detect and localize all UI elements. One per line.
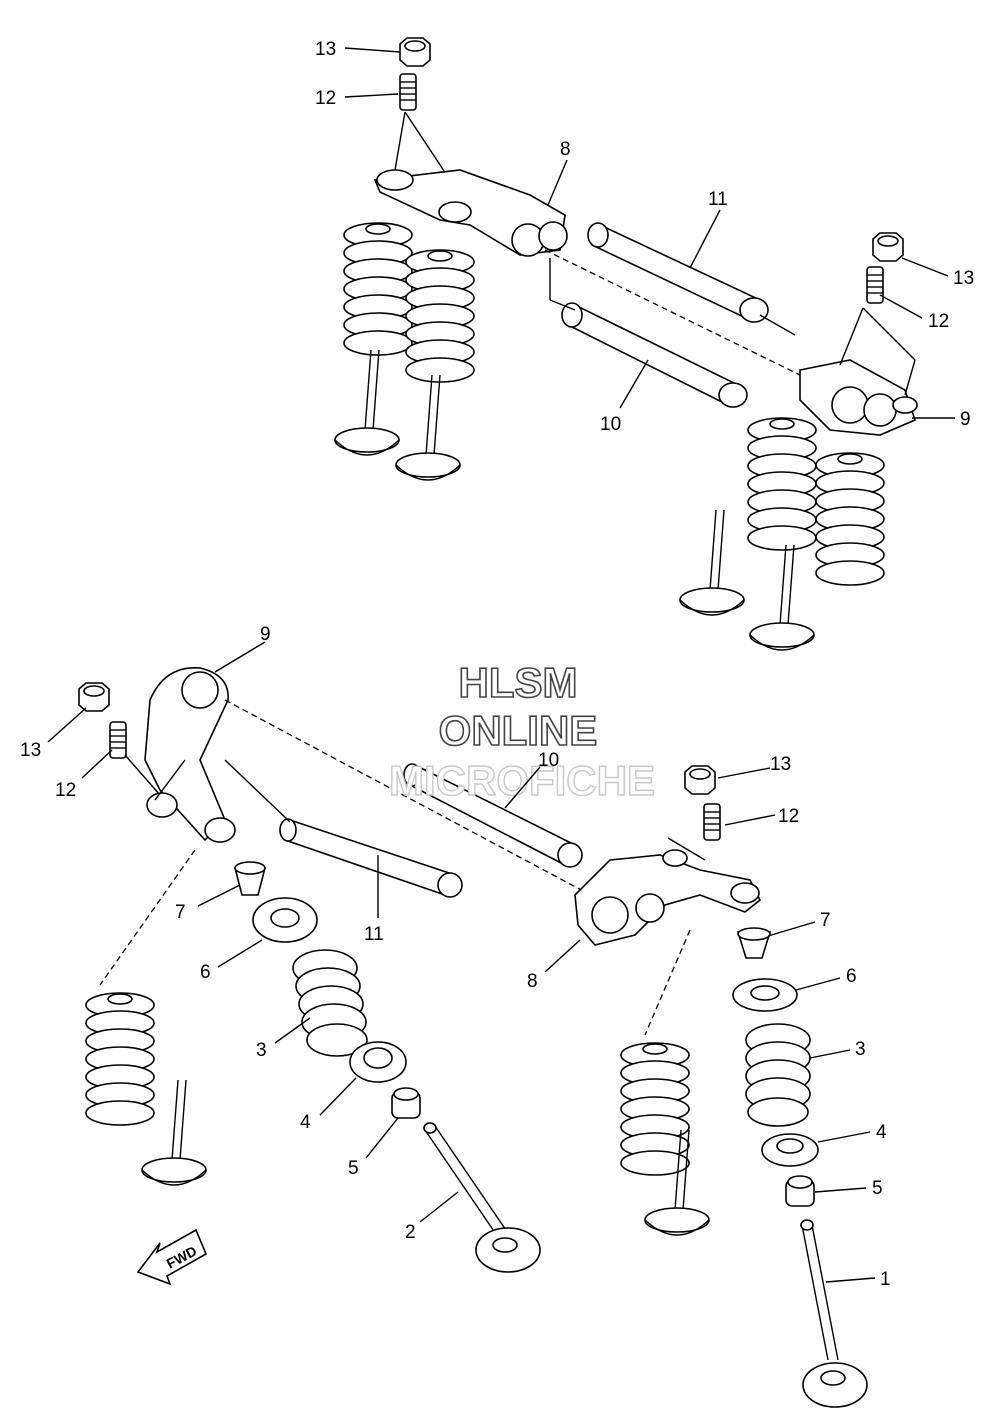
retainer-right-6 <box>732 978 798 1012</box>
callout-1: 1 <box>880 1269 891 1290</box>
callout-13-bottom-right: 13 <box>770 754 791 775</box>
nut-top-left <box>399 37 431 67</box>
callout-12-bottom-right: 12 <box>778 806 799 827</box>
callout-5-right: 5 <box>872 1178 883 1199</box>
top-assembly <box>334 37 918 651</box>
callout-10-bottom: 10 <box>538 750 559 771</box>
rocker-shaft-bottom-10 <box>403 763 583 868</box>
callout-12-bottom-left: 12 <box>55 780 76 801</box>
adjust-screw-bottom-right <box>703 803 721 841</box>
valve-top-3 <box>679 509 745 616</box>
callout-9-top: 9 <box>960 409 971 430</box>
valve-top-2 <box>395 374 461 481</box>
valve-spring-bottom-left <box>85 992 155 1126</box>
bottom-assembly: FWD <box>78 667 868 1408</box>
callout-7-right: 7 <box>820 910 831 931</box>
callout-3-left: 3 <box>256 1040 267 1061</box>
callout-8-top: 8 <box>560 139 571 160</box>
rocker-arm-top <box>373 169 568 257</box>
valve-spring-top-1 <box>343 222 413 356</box>
valve-exhaust-2 <box>423 1122 541 1273</box>
spring-left-3 <box>292 949 368 1057</box>
callout-4-right: 4 <box>876 1122 887 1143</box>
callout-9-bottom: 9 <box>260 624 271 645</box>
cotter-right-7 <box>736 927 772 959</box>
callout-7-left: 7 <box>175 902 186 923</box>
seal-right-5 <box>785 1175 815 1207</box>
rocker-shaft-bottom-11 <box>279 818 463 898</box>
callouts: 13 12 8 11 13 12 9 10 9 13 12 10 11 13 1… <box>20 39 974 1290</box>
fwd-arrow-icon <box>136 1228 208 1286</box>
callout-12-top-left: 12 <box>315 88 336 109</box>
callout-13-top-right: 13 <box>953 268 974 289</box>
retainer-left-6 <box>252 897 318 943</box>
nut-bottom-right <box>684 765 716 795</box>
seat-left-4 <box>349 1041 407 1083</box>
valve-spring-top-3 <box>747 417 817 551</box>
rocker-arm-bottom-left <box>144 667 236 843</box>
callout-10-top: 10 <box>600 414 621 435</box>
cotter-left-7 <box>233 861 267 896</box>
valve-top-4 <box>749 544 815 651</box>
watermark-line-1: HLSM <box>459 659 578 706</box>
watermark-line-2: ONLINE <box>439 707 598 754</box>
adjust-screw-top-left <box>399 73 417 111</box>
adjust-screw-top-right <box>866 266 884 304</box>
callout-13-bottom-left: 13 <box>20 740 41 761</box>
rocker-shaft-top-11 <box>587 222 769 323</box>
rocker-arm-bottom-right <box>574 849 762 946</box>
callout-6-right: 6 <box>846 966 857 987</box>
callout-13-top-left: 13 <box>315 39 336 60</box>
nut-top-right <box>872 232 904 262</box>
callout-5-left: 5 <box>348 1158 359 1179</box>
watermark-line-3: MICROFICHE <box>389 757 655 804</box>
callout-8-bottom: 8 <box>527 971 538 992</box>
callout-4-left: 4 <box>300 1112 311 1133</box>
nut-bottom-left <box>78 682 110 712</box>
callout-2: 2 <box>405 1222 416 1243</box>
valve-spring-top-2 <box>405 249 475 383</box>
callout-11-top: 11 <box>708 189 728 210</box>
valve-spring-top-4 <box>815 452 885 586</box>
callout-11-bottom: 11 <box>364 924 384 945</box>
rocker-shaft-top-10 <box>561 302 748 408</box>
callout-6-left: 6 <box>200 962 211 983</box>
valve-intake-1 <box>800 1219 868 1408</box>
watermark: HLSM ONLINE MICROFICHE <box>388 658 655 805</box>
seal-left-5 <box>391 1087 421 1119</box>
seat-right-4 <box>761 1133 819 1167</box>
rocker-arm-top-right <box>799 359 918 436</box>
callout-12-top-right: 12 <box>928 311 949 332</box>
spring-right-3 <box>745 1023 811 1127</box>
valve-top-1 <box>334 349 400 456</box>
callout-3-right: 3 <box>855 1039 866 1060</box>
adjust-screw-bottom-left <box>109 721 127 759</box>
